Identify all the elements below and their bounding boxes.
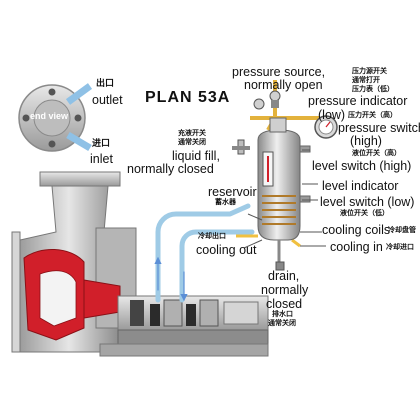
- cooling-in-label: cooling in: [330, 240, 383, 254]
- level-switch-low-label-cn: 液位开关（低）: [340, 209, 389, 217]
- drain-label-1: drain,: [268, 269, 300, 283]
- pressure-gauge-icon: [314, 115, 338, 139]
- cooling-in-label-cn: 冷却进口: [386, 243, 414, 251]
- pressure-source-label-cn-1: 压力源开关: [352, 67, 387, 75]
- reservoir-label-cn: 蓄水器: [215, 198, 236, 206]
- impeller: [23, 248, 121, 341]
- liquid-fill-label-2: normally closed: [127, 162, 214, 176]
- level-switch-low-label: level switch (low): [320, 195, 415, 209]
- end-view-arrows: [65, 83, 93, 152]
- inlet-label: inlet: [90, 152, 113, 166]
- leader-lines: [243, 149, 326, 249]
- cooling-out-label: cooling out: [196, 243, 257, 257]
- pressure-switch-label-1: pressure switch: [338, 121, 420, 135]
- level-switch-high-label: level switch (high): [312, 159, 412, 173]
- seal-housing: [99, 295, 269, 357]
- liquid-fill-label-cn-1: 充液开关: [178, 129, 206, 137]
- diagram-title: PLAN 53A: [145, 89, 231, 106]
- drain-label-2: normally: [261, 283, 309, 297]
- pressure-indicator-label-cn: 压力表（低）: [352, 85, 394, 93]
- level-indicator-label: level indicator: [322, 179, 399, 193]
- cooling-pipes: [236, 234, 301, 248]
- pressure-source-label-1: pressure source,: [232, 65, 326, 79]
- valve-icon: [232, 90, 285, 271]
- liquid-fill-label-cn-2: 通常关闭: [178, 138, 206, 146]
- end-view-label: end view: [30, 111, 69, 121]
- cooling-coils-label: cooling coils: [322, 223, 391, 237]
- pressure-source-label-2: normally open: [244, 78, 323, 92]
- cooling-coils-label-cn: 冷却盘管: [388, 226, 416, 234]
- liquid-fill-label-1: liquid fill,: [172, 149, 220, 163]
- inlet-label-cn: 进口: [92, 139, 111, 149]
- drain-label-cn-2: 通常关闭: [268, 319, 296, 327]
- pressure-switch-label-2: (high): [350, 134, 382, 148]
- level-switch-high-label-cn: 液位开关（高）: [352, 149, 401, 157]
- reservoir-vessel: [257, 117, 311, 262]
- pressure-indicator-label-1: pressure indicator: [308, 94, 408, 108]
- drain-label-cn-1: 排水口: [272, 310, 293, 318]
- outlet-label: outlet: [92, 93, 123, 107]
- pressure-source-label-cn-2: 通常打开: [352, 76, 380, 84]
- pressure-indicator-label-2: (low): [318, 108, 346, 122]
- reservoir-label: reservoir: [208, 185, 257, 199]
- cooling-out-label-cn: 冷却出口: [198, 232, 226, 240]
- pressure-switch-label-cn: 压力开关（高）: [348, 111, 397, 119]
- outlet-label-cn: 出口: [96, 79, 115, 89]
- process-pipes: [154, 203, 255, 303]
- drain-label-3: closed: [266, 297, 303, 311]
